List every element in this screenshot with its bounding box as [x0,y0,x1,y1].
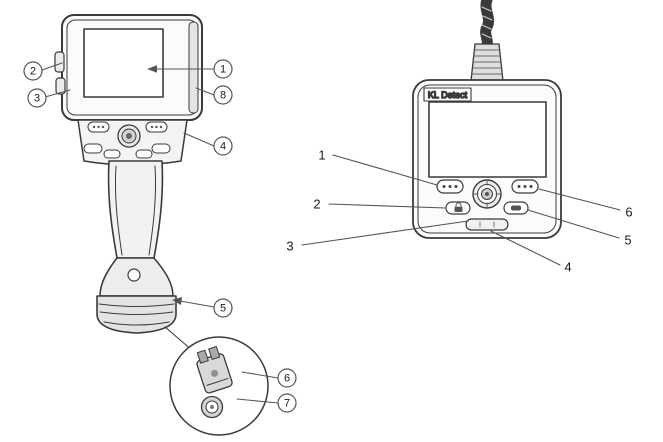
cable [480,0,495,51]
joystick-direction-ticks [474,181,500,207]
front-joystick-dot [485,192,489,196]
leader-r5 [527,209,620,239]
connector-pin-left [196,349,209,364]
leader-4 [183,132,215,147]
leader-5-arrowhead [172,297,182,305]
probe-cap-ridge-2 [99,311,174,315]
callout-left-5: 5 [220,303,226,315]
brand-label: KL Detect [428,90,468,100]
leader-r2 [328,203,447,209]
side-port-cover-top [54,51,65,73]
callout-left-5-circle [213,298,233,318]
ellipsis-icon [517,185,533,188]
callout-left-4-circle [213,136,233,156]
leader-r4 [490,230,561,266]
callout-right-4: 4 [564,260,571,275]
callout-left-8-circle [213,85,233,105]
leader-7 [236,398,279,404]
callout-left-2: 2 [30,66,36,78]
right-bezel-band [188,21,199,114]
leader-r3 [301,220,469,246]
callout-right-2: 2 [313,197,320,212]
ellipsis-icon [92,125,105,129]
device-body-inner [417,84,557,234]
handle-contour-left [114,165,123,256]
panel-button-mid-left [83,143,103,154]
leader-8 [195,87,215,96]
flare-hole [127,268,141,282]
callout-left-7-circle [277,393,297,413]
callout-left-4: 4 [220,141,226,153]
left-callouts: 1 2 3 8 4 5 6 7 [23,59,297,413]
strain-relief-ridges [472,49,502,75]
monitor-screen [83,28,164,98]
right-device-view: KL Detect [412,0,562,239]
left-leader-lines [41,62,279,404]
right-callouts: 1 2 3 4 5 6 [286,148,632,275]
callout-right-3: 3 [286,239,293,254]
lock-icon [454,202,463,212]
leader-r6 [538,188,621,211]
right-leader-lines [301,154,621,266]
bottom-button [465,218,509,231]
function-button-icon [511,205,521,211]
ellipsis-icon [442,185,458,188]
leader-6 [241,371,279,379]
handle-contour-right [148,165,157,256]
leader-r1 [332,154,438,186]
connector-detail [196,346,233,394]
leader-5 [179,300,215,308]
callout-left-6-circle [277,368,297,388]
callout-left-7: 7 [284,398,290,410]
leader-2 [41,62,63,71]
front-screen [428,101,547,178]
probe-cap-ridge-1 [98,303,175,307]
connector-pin-right [208,346,221,360]
connector-seam [206,378,229,386]
callout-left-6: 6 [284,373,290,385]
threaded-connector-center [210,405,214,409]
leader-1-arrowhead [147,65,157,73]
side-port-cover-bottom [55,77,66,95]
connector-socket [211,369,219,377]
ellipsis-icon [150,125,163,129]
callout-left-1: 1 [220,64,226,76]
callout-right-1: 1 [318,148,325,163]
callout-left-3-circle [27,88,47,108]
leader-3 [44,89,71,98]
panel-button-bottom-left [103,149,121,159]
callout-left-8: 8 [220,90,226,102]
joystick-center [126,133,132,139]
callout-right-5: 5 [624,233,631,248]
panel-button-bottom-right [135,149,153,159]
callout-right-6: 6 [625,205,632,220]
left-device-view [54,14,269,436]
brand-label-box [423,87,472,102]
cable-braid-highlights [481,6,493,39]
panel-button-mid-right [151,143,171,154]
callout-left-1-circle [213,59,233,79]
bottom-button-slots [479,221,495,228]
callout-left-3: 3 [34,93,40,105]
probe-cap-bottom-rim [103,321,170,326]
callout-left-2-circle [23,61,43,81]
